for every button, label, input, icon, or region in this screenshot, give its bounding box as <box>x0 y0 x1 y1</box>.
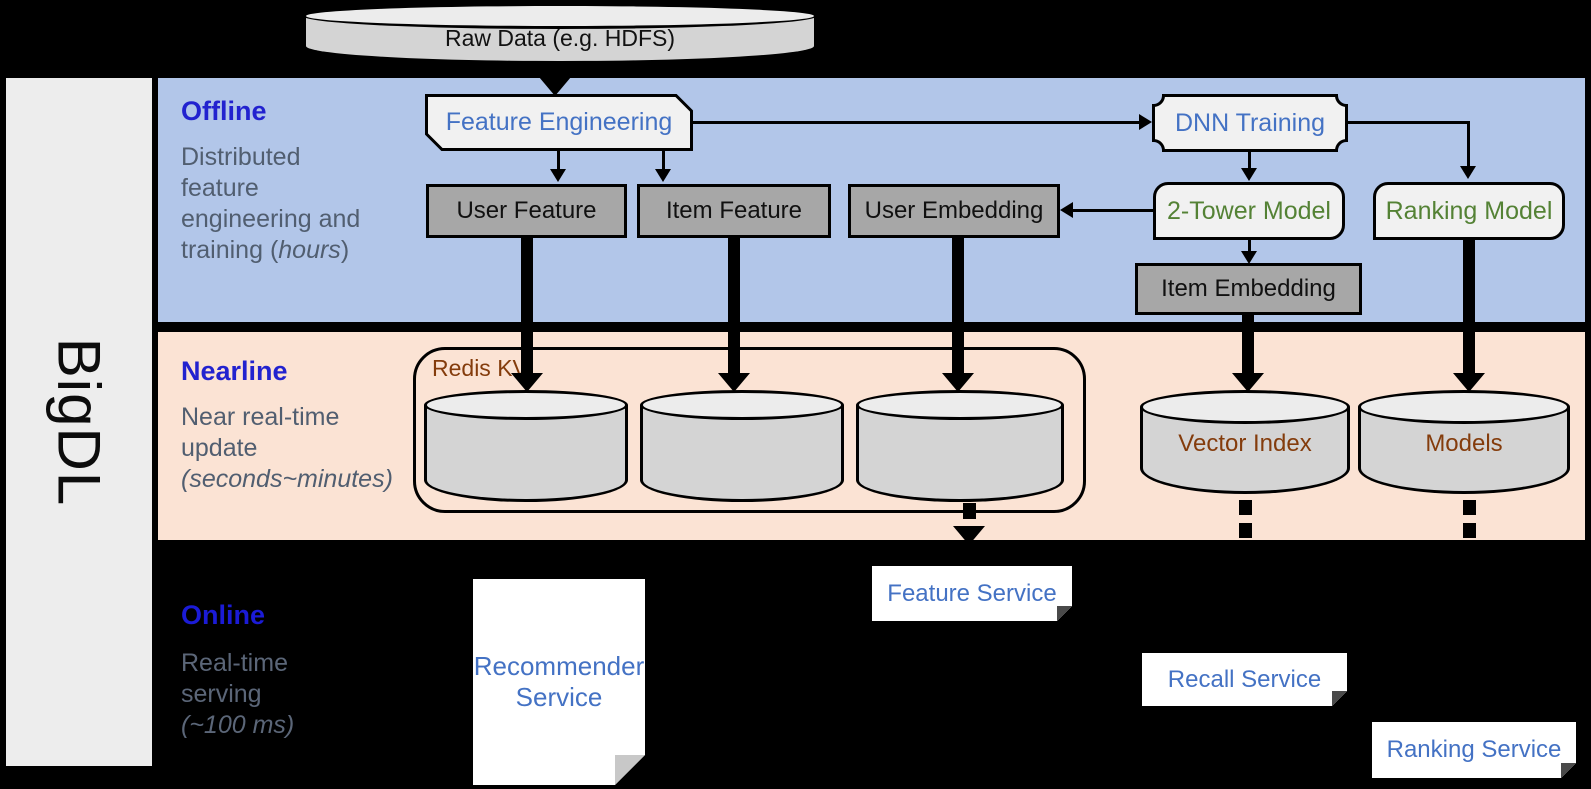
item-embedding-label: Item Embedding <box>1161 275 1336 302</box>
online-description: Real-time serving (~100 ms) <box>181 648 294 741</box>
node-dnn-training: DNN Training <box>1152 94 1348 152</box>
models-cylinder: Models <box>1358 390 1570 494</box>
offline-description: Distributed feature engineering and trai… <box>181 142 360 266</box>
service-recall: Recall Service <box>1142 653 1347 706</box>
nearline-description-lines: Near real-time update <box>181 403 340 462</box>
nearline-description-tail: (seconds~minutes) <box>181 465 393 493</box>
feature-service-label: Feature Service <box>887 579 1057 607</box>
online-title: Online <box>181 600 266 630</box>
cylinder-top <box>1358 390 1570 424</box>
service-feature: Feature Service <box>872 566 1072 621</box>
offline-description-tail: training (hours) <box>181 236 350 264</box>
item-feature-label: Item Feature <box>665 197 803 224</box>
ranking-service-label: Ranking Service <box>1386 736 1562 763</box>
cylinder-top <box>1140 390 1350 424</box>
cylinder-top <box>424 390 628 420</box>
node-feature-engineering: Feature Engineering <box>425 94 693 151</box>
offline-description-lines: Distributed feature engineering and <box>181 143 361 233</box>
node-item-feature: Item Feature <box>637 184 831 238</box>
offline-title: Offline <box>181 96 267 126</box>
user-embedding-label: User Embedding <box>864 197 1044 224</box>
cylinder-top <box>640 390 844 420</box>
node-item-embedding: Item Embedding <box>1135 263 1362 315</box>
online-band <box>158 550 1585 789</box>
raw-data-cylinder: Raw Data (e.g. HDFS) <box>303 3 817 64</box>
dnn-training-shape <box>1152 94 1348 152</box>
redis-cylinder-3 <box>856 390 1064 502</box>
service-ranking: Ranking Service <box>1372 722 1576 778</box>
redis-cylinder-2 <box>640 390 844 502</box>
user-feature-label: User Feature <box>456 197 597 224</box>
node-user-embedding: User Embedding <box>848 184 1060 238</box>
cylinder-top <box>856 390 1064 420</box>
models-label: Models <box>1425 430 1503 457</box>
dnn-training-label: DNN Training <box>1174 108 1326 137</box>
vector-index-cylinder: Vector Index <box>1140 390 1350 494</box>
cylinder-top <box>303 3 817 29</box>
node-ranking-model: Ranking Model <box>1373 182 1565 240</box>
redis-kv-container: Redis KV <box>413 347 1086 513</box>
cylinder-body <box>424 405 628 502</box>
recommender-service-label: Recommender Service <box>473 651 645 712</box>
bigdl-brand-label: BigDL <box>45 337 113 507</box>
feature-engineering-shape <box>425 94 693 151</box>
ranking-model-label: Ranking Model <box>1385 196 1553 225</box>
bigdl-sidebar: BigDL <box>6 78 152 766</box>
two-tower-model-label: 2-Tower Model <box>1167 196 1331 225</box>
raw-data-label: Raw Data (e.g. HDFS) <box>444 25 676 51</box>
cylinder-body <box>856 405 1064 502</box>
feature-engineering-label: Feature Engineering <box>445 108 673 136</box>
online-description-tail: (~100 ms) <box>181 711 295 739</box>
node-two-tower-model: 2-Tower Model <box>1153 182 1345 240</box>
vector-index-label: Vector Index <box>1178 430 1312 457</box>
nearline-title: Nearline <box>181 356 288 386</box>
online-description-lines: Real-time serving <box>181 649 288 708</box>
recall-service-label: Recall Service <box>1167 665 1322 693</box>
redis-cylinder-1 <box>424 390 628 502</box>
cylinder-body <box>640 405 844 502</box>
node-user-feature: User Feature <box>426 184 627 238</box>
nearline-description: Near real-time update (seconds~minutes) <box>181 402 393 495</box>
service-recommender: Recommender Service <box>473 579 645 785</box>
